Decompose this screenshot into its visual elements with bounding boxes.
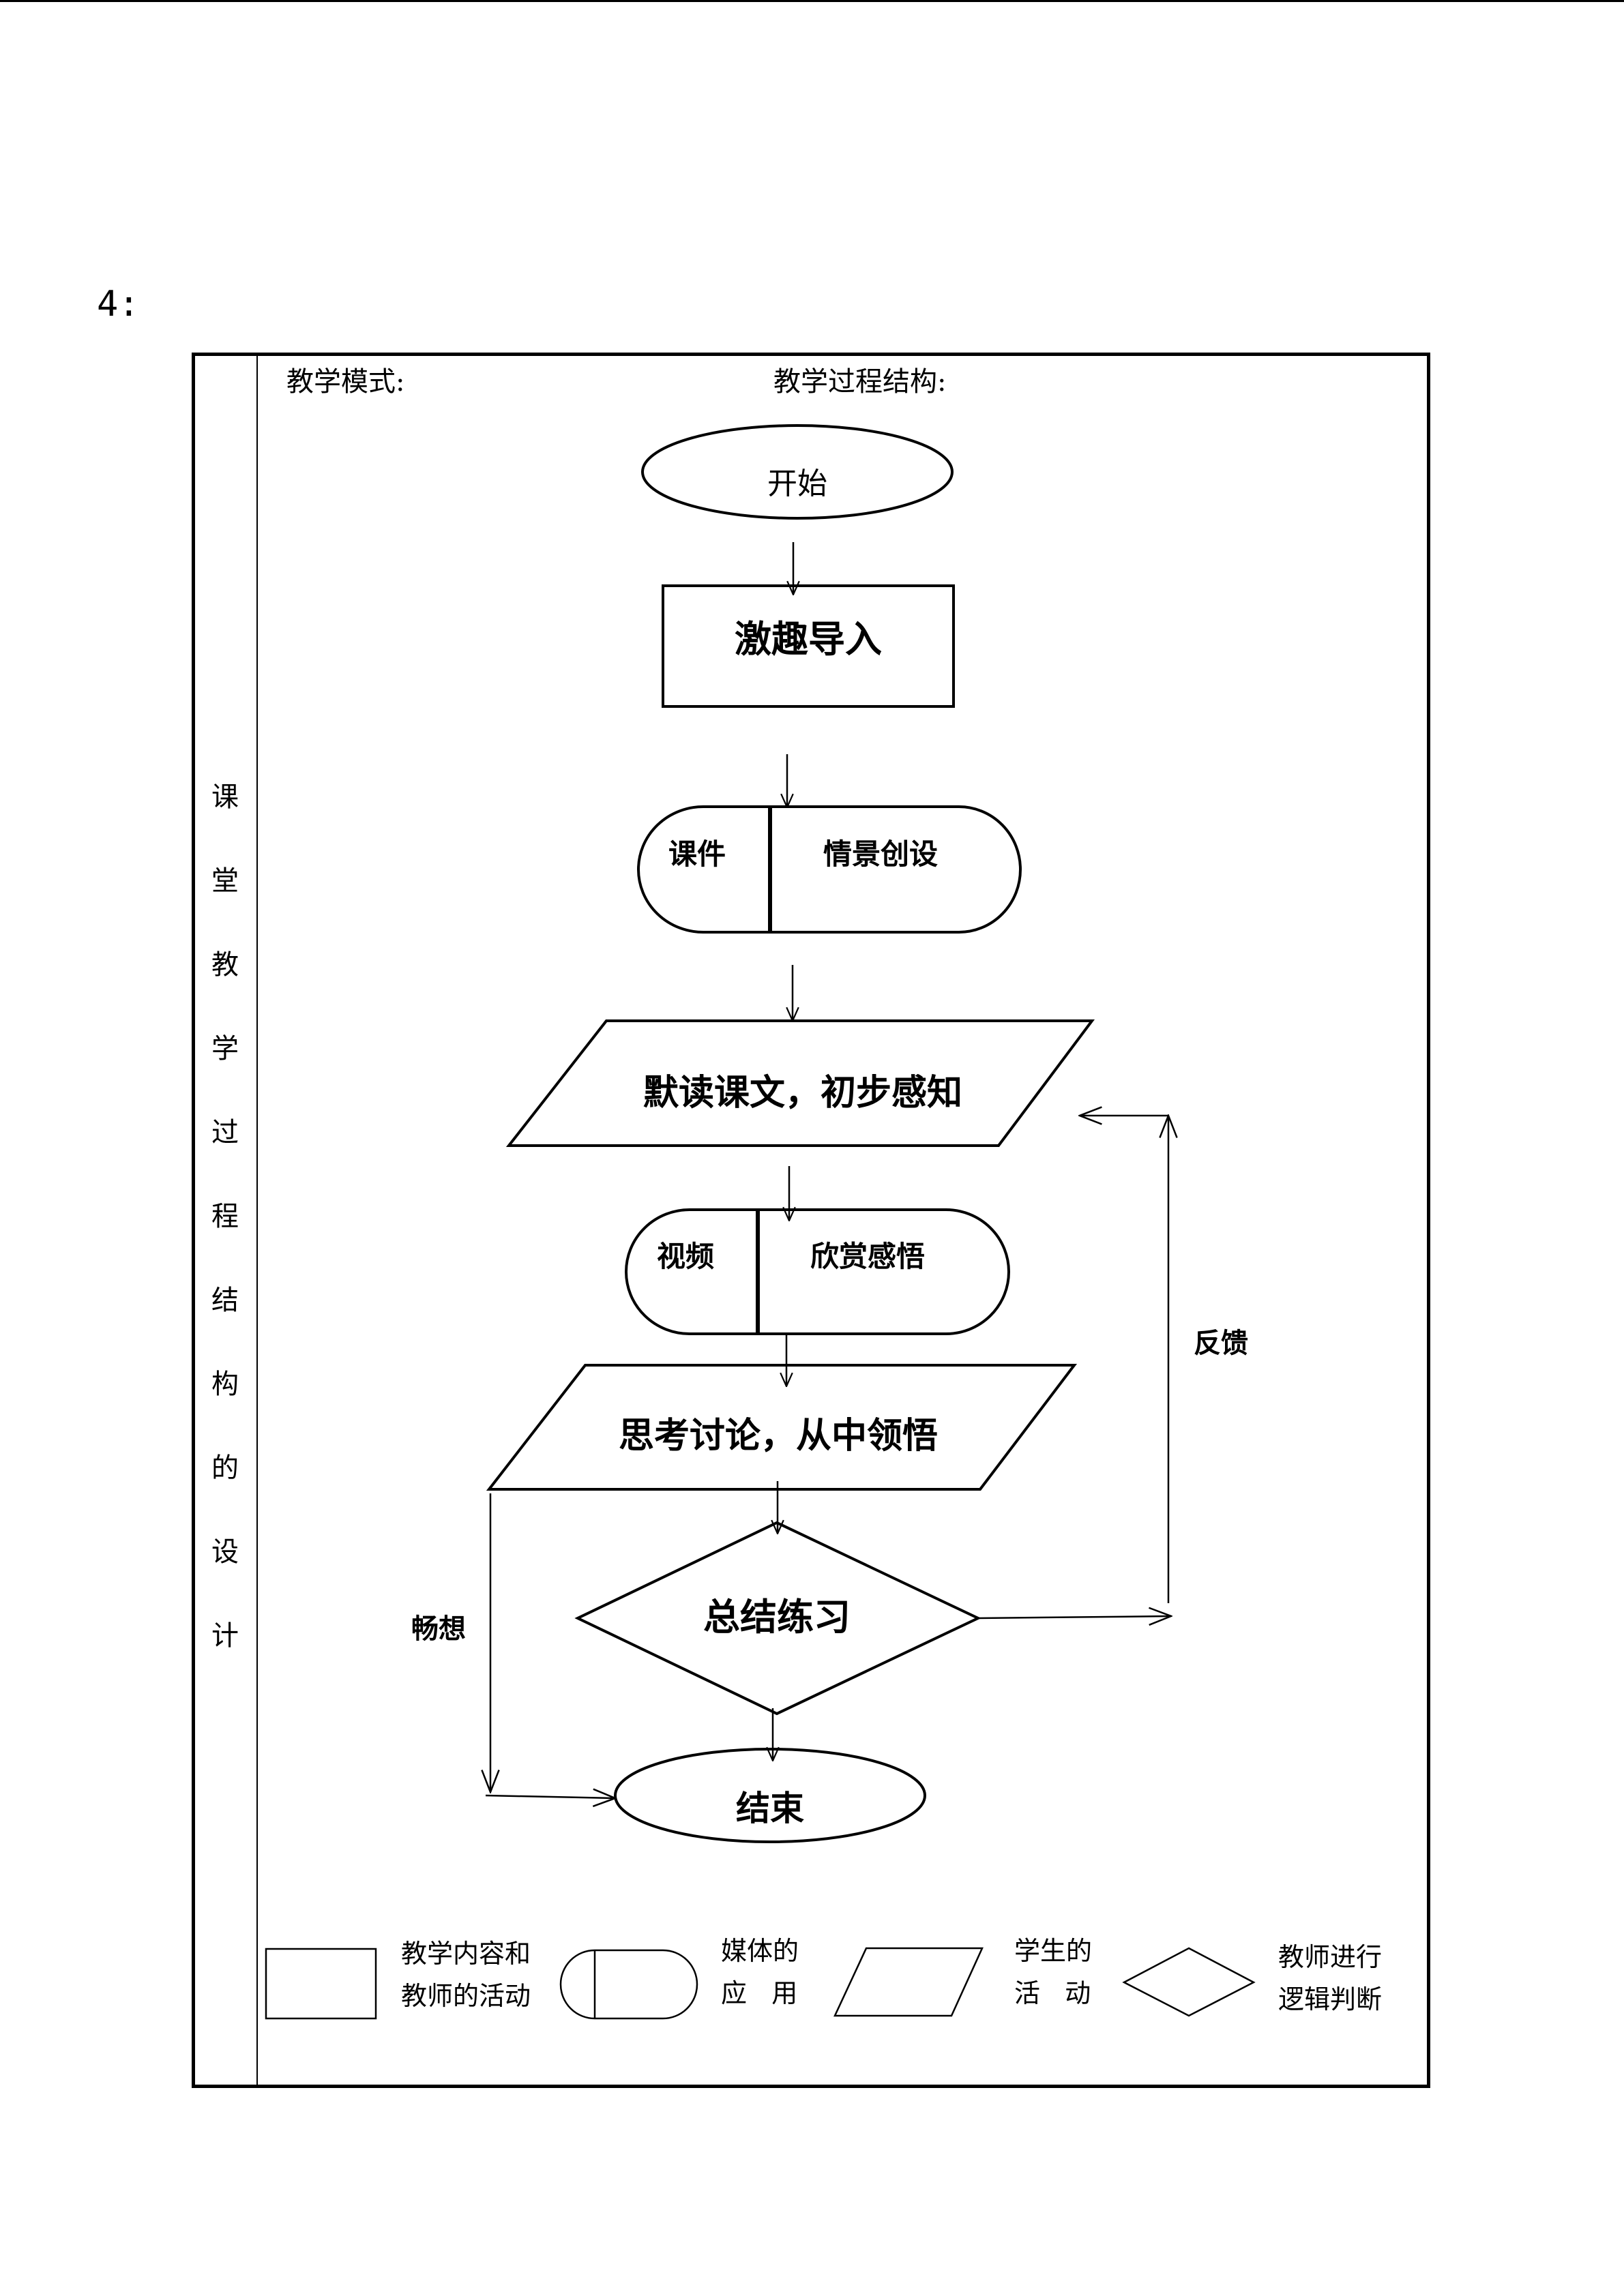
legend-line: 应 用 bbox=[721, 1978, 798, 2008]
legend-rectangle-icon bbox=[265, 1948, 377, 2020]
legend-diamond-icon bbox=[1122, 1947, 1256, 2017]
imagine-edge-label: 畅想 bbox=[411, 1613, 466, 1645]
read-label: 默读课文，初步感知 bbox=[643, 1073, 963, 1114]
legend-diamond-text: 教师进行 逻辑判断 bbox=[1278, 1936, 1382, 2021]
discuss-label: 思考讨论，从中领悟 bbox=[618, 1416, 939, 1457]
legend-line: 逻辑判断 bbox=[1278, 1984, 1383, 2014]
feedback-edge-label: 反馈 bbox=[1194, 1328, 1248, 1359]
media2-text-label: 欣赏感悟 bbox=[810, 1240, 926, 1273]
legend-line: 活 动 bbox=[1014, 1978, 1091, 2008]
legend-line: 学生的 bbox=[1014, 1936, 1093, 1966]
summary-label: 总结练习 bbox=[703, 1596, 851, 1639]
media1-node bbox=[637, 805, 1022, 934]
read-node bbox=[505, 1019, 1095, 1147]
discuss-node bbox=[486, 1364, 1078, 1491]
summary-node bbox=[574, 1521, 981, 1716]
legend-media-text: 媒体的 应 用 bbox=[721, 1930, 799, 2014]
media1-text-label: 情景创设 bbox=[823, 837, 939, 871]
start-node bbox=[641, 424, 954, 520]
design-table-frame bbox=[192, 353, 1430, 2088]
side-title-char: 计 bbox=[211, 1620, 239, 1652]
side-title-char: 设 bbox=[211, 1536, 239, 1568]
teaching-structure-label: 教学过程结构: bbox=[773, 366, 947, 398]
side-title-char: 教 bbox=[211, 949, 239, 981]
top-rule bbox=[0, 0, 1624, 2]
side-title-char: 过 bbox=[211, 1117, 239, 1148]
side-title-char: 学 bbox=[211, 1033, 239, 1064]
end-label: 结束 bbox=[736, 1789, 804, 1828]
teaching-mode-label: 教学模式: bbox=[286, 366, 405, 398]
intro-label: 激趣导入 bbox=[735, 618, 882, 661]
media1-type-label: 课件 bbox=[668, 837, 726, 871]
side-title: 课 堂 教 学 过 程 结 构 的 设 计 bbox=[211, 756, 239, 1678]
legend-line: 教学内容和 bbox=[401, 1939, 531, 1969]
side-title-char: 结 bbox=[211, 1285, 239, 1316]
side-title-char: 构 bbox=[211, 1369, 239, 1400]
side-title-char: 程 bbox=[211, 1201, 239, 1232]
legend-line: 教师的活动 bbox=[401, 1981, 531, 2011]
legend-line: 媒体的 bbox=[721, 1936, 799, 1966]
legend-media-icon bbox=[559, 1949, 698, 2020]
side-title-char: 的 bbox=[211, 1452, 239, 1484]
section-number: 4: bbox=[97, 284, 140, 325]
legend-line: 教师进行 bbox=[1278, 1942, 1383, 1972]
legend-rectangle-text: 教学内容和 教师的活动 bbox=[401, 1933, 531, 2017]
legend-parallelogram-icon bbox=[833, 1947, 984, 2017]
feedback-line-out bbox=[977, 1616, 1171, 1618]
legend-parallelogram-text: 学生的 活 动 bbox=[1014, 1930, 1092, 2014]
start-label: 开始 bbox=[767, 466, 827, 501]
side-title-char: 课 bbox=[211, 781, 239, 813]
media2-type-label: 视频 bbox=[656, 1240, 715, 1273]
intro-node bbox=[662, 584, 955, 708]
side-column-divider bbox=[256, 355, 258, 2087]
imagine-line-across bbox=[485, 1795, 615, 1798]
side-title-char: 堂 bbox=[211, 865, 239, 897]
media2-node bbox=[625, 1208, 1010, 1335]
